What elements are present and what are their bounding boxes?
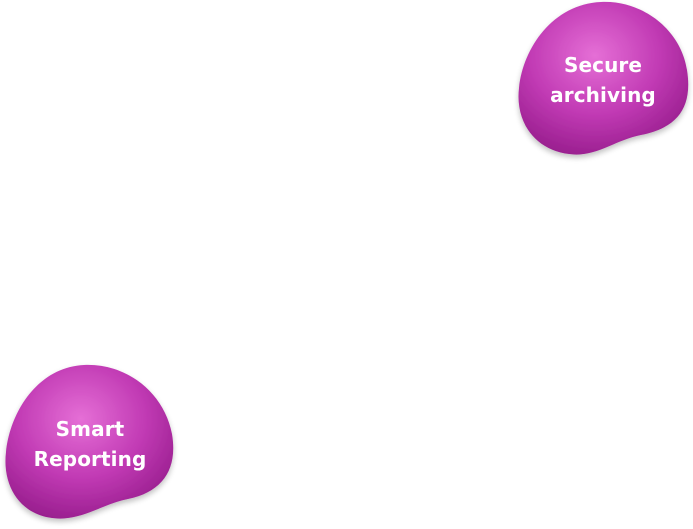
blob-node-secure-archiving: Secure archiving	[513, 0, 693, 162]
blob-shape	[5, 364, 174, 519]
blob-shape	[518, 1, 689, 155]
label-line-2: archiving	[550, 83, 656, 107]
label-line-1: Secure	[563, 53, 643, 77]
blob-node-smart-reporting: Smart Reporting	[0, 362, 180, 526]
label-line-2: Reporting	[33, 447, 147, 471]
blob-label: Secure archiving	[513, 50, 693, 110]
label-line-1: Smart	[55, 417, 125, 441]
blob-label: Smart Reporting	[0, 414, 180, 474]
